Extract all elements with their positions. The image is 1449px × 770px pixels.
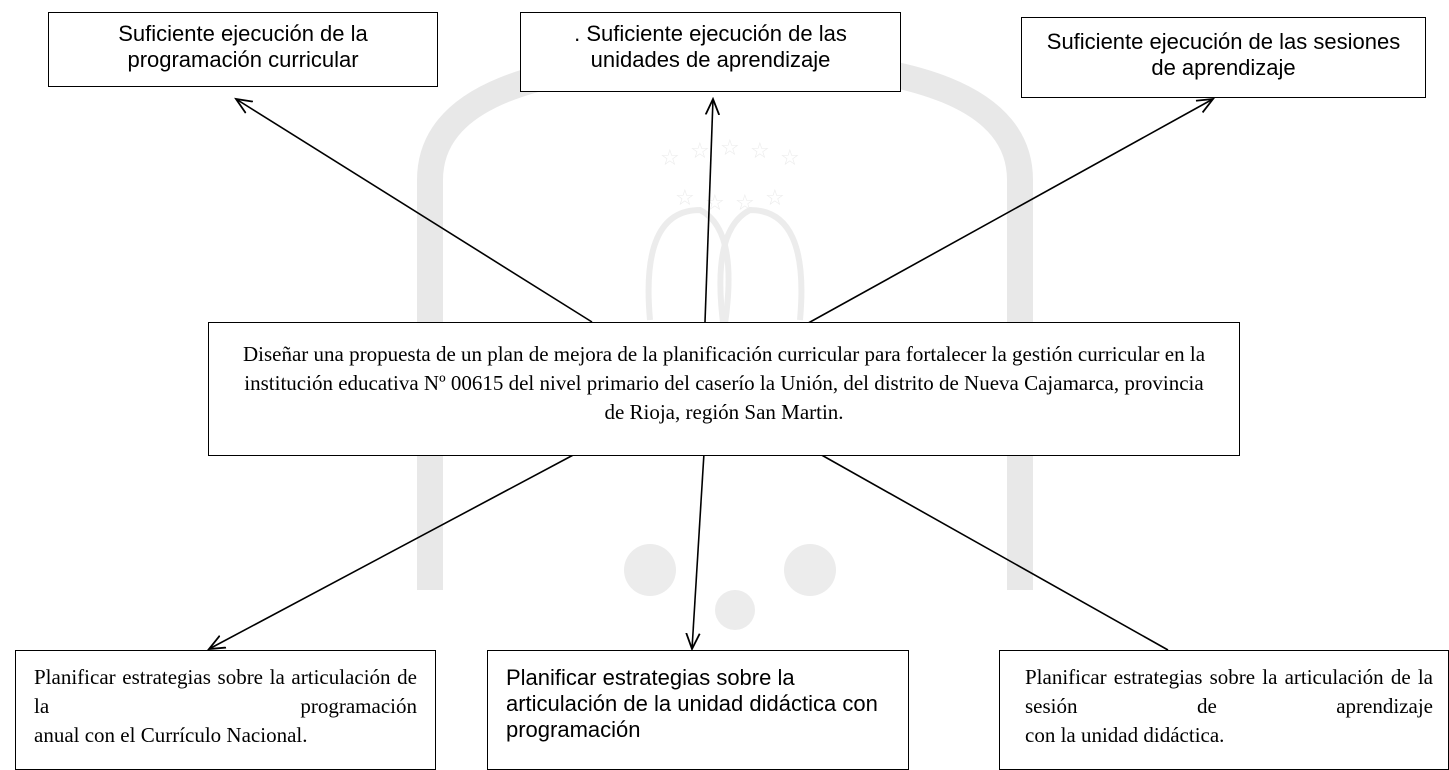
strategy-box-center: Planificar estrategias sobre la articula… [487, 650, 909, 770]
line-to-strategy-right [817, 452, 1169, 651]
strategy-box-right: Planificar estrategias sobre la articula… [999, 650, 1449, 770]
arrow-to-strategy-left [209, 452, 578, 649]
svg-text:☆: ☆ [690, 139, 710, 164]
outcome-box-3: Suficiente ejecución de las sesiones de … [1021, 17, 1426, 98]
outcome-box-2: . Suficiente ejecución de las unidades d… [520, 12, 901, 92]
svg-text:☆: ☆ [750, 139, 770, 164]
arrow-to-outcome-3 [782, 99, 1213, 338]
outcome-text-2: . Suficiente ejecución de las unidades d… [574, 21, 847, 72]
svg-text:☆: ☆ [720, 136, 740, 161]
svg-text:☆: ☆ [780, 146, 800, 171]
strategy-left-text: Planificar estrategias sobre la articula… [34, 665, 417, 718]
strategy-center-text: Planificar estrategias sobre la articula… [506, 665, 878, 742]
outcome-text-3: Suficiente ejecución de las sesiones de … [1046, 29, 1401, 80]
svg-text:☆: ☆ [735, 191, 755, 216]
arrow-to-outcome-2 [704, 99, 713, 323]
strategy-right-text: Planificar estrategias sobre la articula… [1025, 665, 1433, 718]
outcome-text-1: Suficiente ejecución de la programación … [118, 21, 368, 72]
strategy-box-left: Planificar estrategias sobre la articula… [15, 650, 436, 770]
arrow-to-outcome-1 [236, 99, 593, 323]
outcome-box-1: Suficiente ejecución de la programación … [48, 12, 438, 87]
strategy-right-text-end: con la unidad didáctica. [1025, 723, 1225, 747]
arrow-to-strategy-center [692, 452, 705, 649]
svg-text:☆: ☆ [765, 186, 785, 211]
strategy-left-text-end: anual con el Currículo Nacional. [34, 723, 308, 747]
goal-box: Diseñar una propuesta de un plan de mejo… [208, 322, 1240, 456]
svg-text:☆: ☆ [675, 186, 695, 211]
svg-text:☆: ☆ [660, 146, 680, 171]
goal-text: Diseñar una propuesta de un plan de mejo… [242, 342, 1206, 424]
